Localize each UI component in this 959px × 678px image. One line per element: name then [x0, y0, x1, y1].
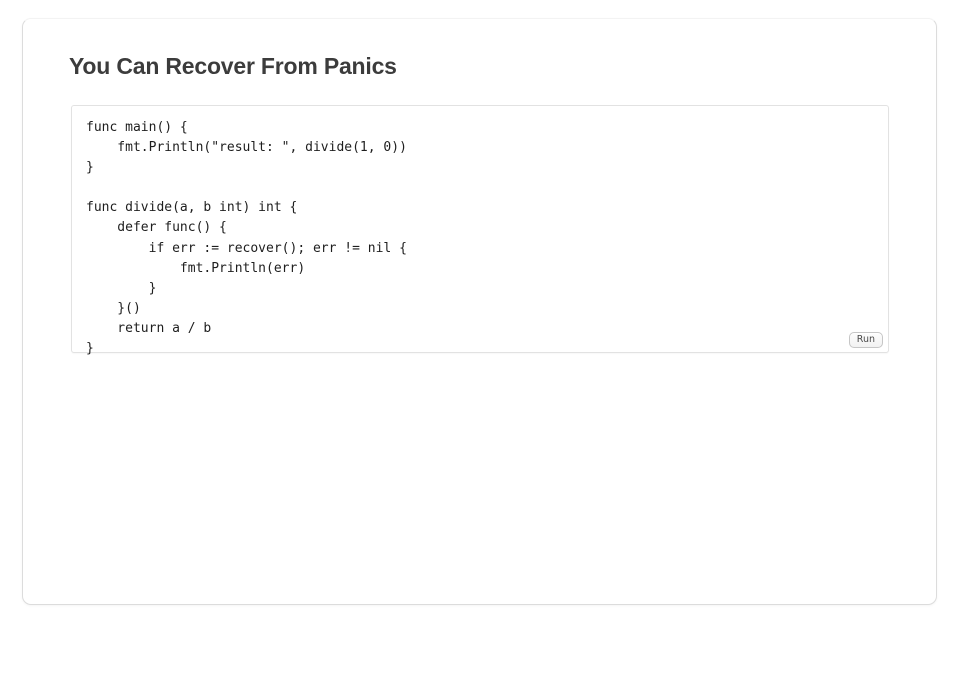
code-line: } [86, 160, 94, 176]
code-listing[interactable]: func main() { fmt.Println("result: ", di… [72, 106, 888, 359]
page-title: You Can Recover From Panics [69, 53, 397, 79]
code-line: return a / b [86, 320, 212, 336]
slide-card: You Can Recover From Panics func main() … [22, 18, 937, 605]
card-top-edge-fade [37, 19, 924, 21]
code-line: }() [86, 300, 141, 316]
run-button[interactable]: Run [848, 332, 883, 348]
code-line: } [86, 341, 94, 357]
code-line: func divide(a, b int) int { [86, 200, 298, 216]
code-line: fmt.Println(err) [86, 260, 306, 276]
code-line: defer func() { [86, 220, 227, 236]
code-block[interactable]: func main() { fmt.Println("result: ", di… [71, 105, 889, 356]
code-line: func main() { [86, 120, 188, 135]
code-line: if err := recover(); err != nil { [86, 240, 407, 256]
code-line: } [86, 280, 157, 296]
code-line: fmt.Println("result: ", divide(1, 0)) [86, 140, 407, 156]
code-line [86, 178, 874, 198]
